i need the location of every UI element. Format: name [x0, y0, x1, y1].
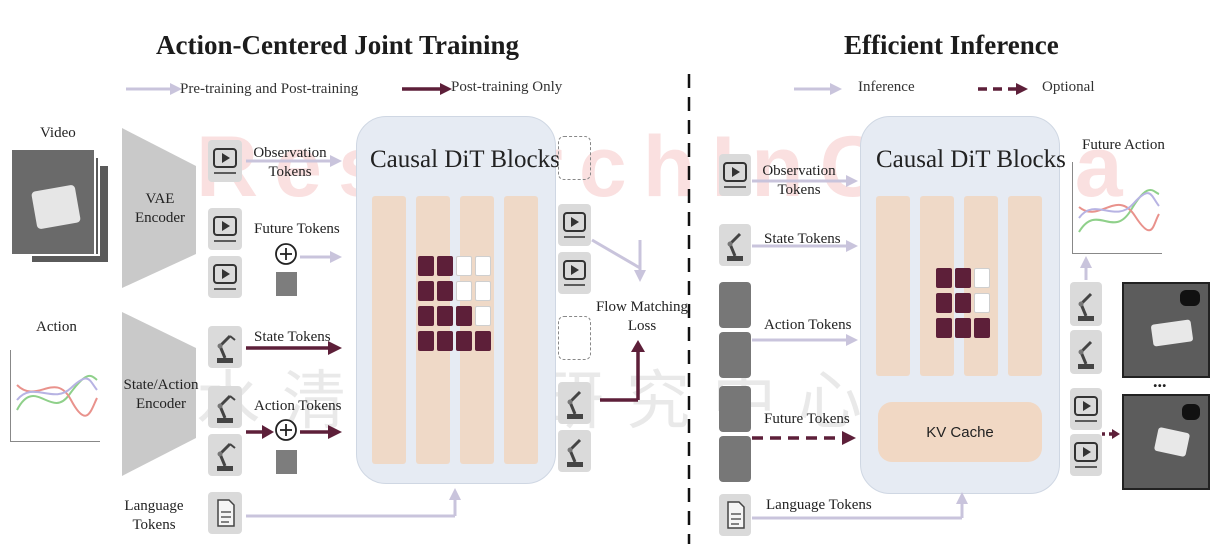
right-arrows — [752, 175, 1120, 520]
legend-pre-post: Pre-training and Post-training — [180, 81, 359, 97]
mask-cell — [418, 306, 434, 326]
mask-cell — [456, 281, 472, 301]
plus-circle-icon — [275, 419, 297, 441]
dit-title-left: Causal DiT Blocks — [370, 146, 560, 173]
state-tokens-label: State Tokens — [254, 329, 331, 345]
predicted-frame — [1122, 394, 1210, 490]
mask-cell — [437, 281, 453, 301]
mask-cell — [418, 331, 434, 351]
mask-cell — [475, 281, 491, 301]
action-label: Action — [36, 319, 77, 335]
noise-patch-icon — [719, 386, 751, 432]
noise-patch-icon — [719, 282, 751, 328]
mask-cell — [418, 256, 434, 276]
noise-patch-icon — [719, 436, 751, 482]
video-play-icon — [208, 140, 242, 182]
left-arrows — [246, 155, 646, 518]
legend-arrows-right — [794, 83, 1028, 95]
output-placeholder — [558, 136, 591, 180]
mask-cell — [955, 293, 971, 313]
legend-inference: Inference — [858, 79, 915, 95]
mask-cell — [456, 256, 472, 276]
action-plot — [10, 350, 100, 442]
document-icon — [719, 494, 751, 536]
section-divider — [687, 74, 691, 544]
robot-arm-icon — [208, 434, 242, 476]
robot-arm-icon — [208, 386, 242, 428]
observation-tokens-label-right: Observation Tokens — [762, 163, 836, 198]
legend-arrows — [126, 83, 452, 95]
mask-cell — [475, 331, 491, 351]
future-action-label: Future Action — [1082, 137, 1165, 153]
mask-cell — [936, 293, 952, 313]
noise-patch-icon — [719, 332, 751, 378]
vae-encoder-label: VAE Encoder — [135, 191, 185, 226]
robot-arm-icon — [208, 326, 242, 368]
mask-cell — [475, 306, 491, 326]
state-tokens-label-right: State Tokens — [764, 231, 841, 247]
mask-cell — [955, 318, 971, 338]
mask-cell — [974, 293, 990, 313]
dit-pillar — [1008, 196, 1042, 376]
future-tokens-label: Future Tokens — [254, 221, 340, 237]
noise-patch-icon — [276, 272, 297, 296]
future-action-plot — [1072, 162, 1162, 254]
action-tokens-label: Action Tokens — [254, 398, 342, 414]
output-placeholder — [558, 316, 591, 360]
state-action-encoder-label: State/Action Encoder — [123, 377, 199, 412]
dit-title-right: Causal DiT Blocks — [876, 146, 1066, 173]
left-title: Action-Centered Joint Training — [156, 30, 519, 60]
mask-cell — [936, 268, 952, 288]
video-label: Video — [40, 125, 76, 141]
mask-cell — [936, 318, 952, 338]
mask-cell — [456, 331, 472, 351]
document-icon — [208, 492, 242, 534]
robot-arm-icon — [558, 382, 591, 424]
legend-optional: Optional — [1042, 79, 1095, 95]
flow-matching-label: Flow Matching Loss — [595, 299, 689, 334]
mask-cell — [974, 318, 990, 338]
encoder-shapes — [122, 128, 196, 476]
ellipsis-label: ... — [1153, 371, 1167, 391]
video-play-icon — [208, 208, 242, 250]
language-tokens-label-right: Language Tokens — [766, 497, 872, 513]
robot-arm-icon — [1070, 282, 1102, 326]
robot-arm-icon — [719, 224, 751, 266]
robot-arm-icon — [558, 430, 591, 472]
language-tokens-label: Language Tokens — [124, 498, 184, 533]
dit-pillar — [372, 196, 406, 464]
dit-pillar — [416, 196, 450, 464]
dit-pillar — [460, 196, 494, 464]
mask-cell — [974, 268, 990, 288]
mask-cell — [437, 256, 453, 276]
action-tokens-label-right: Action Tokens — [764, 317, 852, 333]
attention-mask-left — [418, 256, 492, 352]
video-play-icon — [558, 204, 591, 246]
robot-arm-icon — [1070, 330, 1102, 374]
video-play-icon — [208, 256, 242, 298]
mask-cell — [955, 268, 971, 288]
video-play-icon — [1070, 388, 1102, 430]
dit-pillar — [876, 196, 910, 376]
mask-cell — [418, 281, 434, 301]
attention-mask-right — [936, 268, 992, 340]
mask-cell — [437, 306, 453, 326]
video-play-icon — [558, 252, 591, 294]
plus-circle-icon — [275, 243, 297, 265]
right-title: Efficient Inference — [844, 30, 1059, 60]
future-tokens-label-right: Future Tokens — [764, 411, 850, 427]
video-play-icon — [719, 154, 751, 196]
mask-cell — [475, 256, 491, 276]
video-frame — [10, 148, 96, 256]
noise-patch-icon — [276, 450, 297, 474]
video-play-icon — [1070, 434, 1102, 476]
dit-pillar — [504, 196, 538, 464]
legend-post-only: Post-training Only — [451, 79, 563, 95]
kv-cache: KV Cache — [878, 402, 1042, 462]
mask-cell — [456, 306, 472, 326]
mask-cell — [437, 331, 453, 351]
predicted-frame — [1122, 282, 1210, 378]
observation-tokens-label: Observation Tokens — [253, 145, 327, 180]
